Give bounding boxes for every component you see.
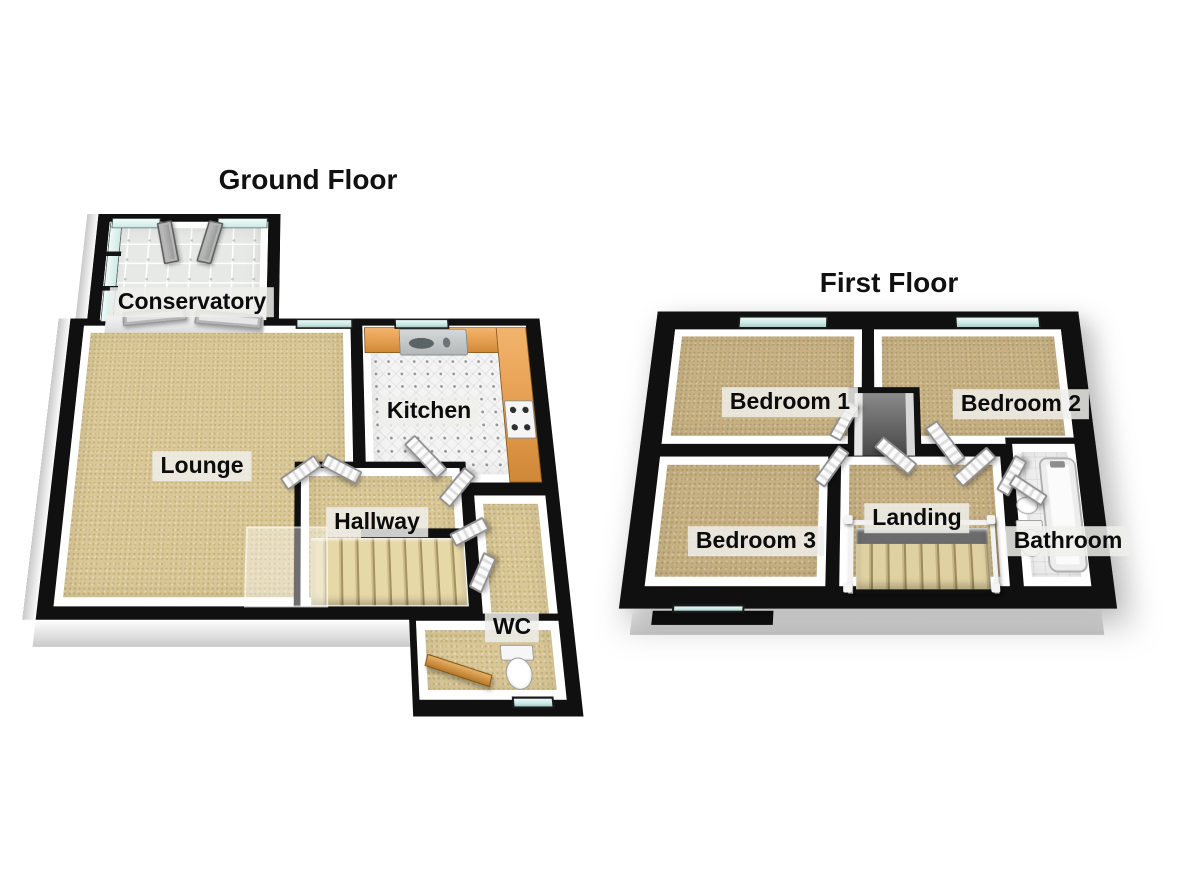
lounge-window xyxy=(295,318,354,329)
conservatory-mullion xyxy=(105,251,122,256)
room-label-bedroom1: Bedroom 1 xyxy=(721,387,859,417)
bedroom3-low-window xyxy=(671,604,745,613)
ground-exterior-face-bottom xyxy=(32,619,413,647)
room-label-bathroom: Bathroom xyxy=(1005,526,1131,556)
conservatory-glass-top-left xyxy=(111,218,161,229)
room-label-hallway: Hallway xyxy=(326,507,428,537)
bedroom1-window xyxy=(737,316,829,329)
first-floor-plan xyxy=(618,311,1118,635)
staircase-ghost-overlay xyxy=(243,526,329,608)
room-label-bedroom2: Bedroom 2 xyxy=(952,389,1090,419)
room-label-conservatory: Conservatory xyxy=(109,287,275,317)
bedroom3-room xyxy=(636,450,835,594)
kitchen-window xyxy=(394,318,450,329)
kitchen-hob xyxy=(503,400,537,439)
conservatory-glass-top-right xyxy=(217,218,268,229)
room-label-lounge: Lounge xyxy=(152,451,252,481)
kitchen-sink xyxy=(398,328,469,356)
ground-floor-title: Ground Floor xyxy=(218,164,398,195)
room-label-landing: Landing xyxy=(864,503,970,533)
bedroom2-window xyxy=(954,316,1042,329)
room-label-wc: WC xyxy=(484,612,540,642)
room-label-bedroom3: Bedroom 3 xyxy=(687,526,825,556)
banister-post xyxy=(844,515,853,524)
bathtub-tap xyxy=(1049,461,1066,468)
first-floor-title: First Floor xyxy=(819,267,959,298)
banister-post xyxy=(843,583,853,593)
room-label-kitchen: Kitchen xyxy=(378,396,480,426)
entrance-window xyxy=(511,696,555,709)
banister-post xyxy=(990,583,1001,593)
ground-staircase xyxy=(310,537,468,606)
landing-staircase xyxy=(856,527,992,590)
banister-post xyxy=(986,515,996,524)
